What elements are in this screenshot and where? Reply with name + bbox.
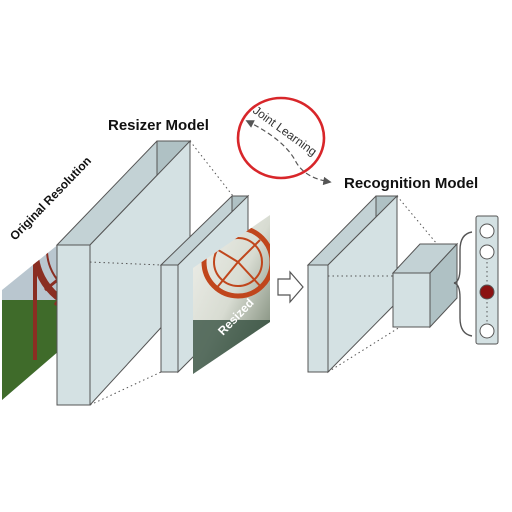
grass-region bbox=[2, 300, 60, 400]
recognition-feature-block bbox=[391, 242, 459, 329]
output-node bbox=[479, 244, 495, 260]
recognition-projection-lines bbox=[327, 195, 438, 373]
resizer-model-label: Resizer Model bbox=[108, 117, 209, 134]
output-brace bbox=[453, 231, 473, 337]
recognition-plate bbox=[306, 194, 399, 374]
resizer-plate-large bbox=[55, 139, 192, 406]
joint-learning-arrow bbox=[245, 120, 332, 186]
output-node bbox=[479, 323, 495, 339]
joint-learning-label: Joint Learning bbox=[250, 103, 319, 159]
output-vector bbox=[475, 215, 499, 345]
recognition-model-label: Recognition Model bbox=[344, 175, 478, 192]
annotation-circle bbox=[236, 96, 326, 180]
model-flow-arrow bbox=[277, 270, 304, 304]
output-node bbox=[479, 223, 495, 239]
resizer-projection-lines bbox=[89, 140, 234, 406]
output-node-selected bbox=[479, 284, 495, 300]
